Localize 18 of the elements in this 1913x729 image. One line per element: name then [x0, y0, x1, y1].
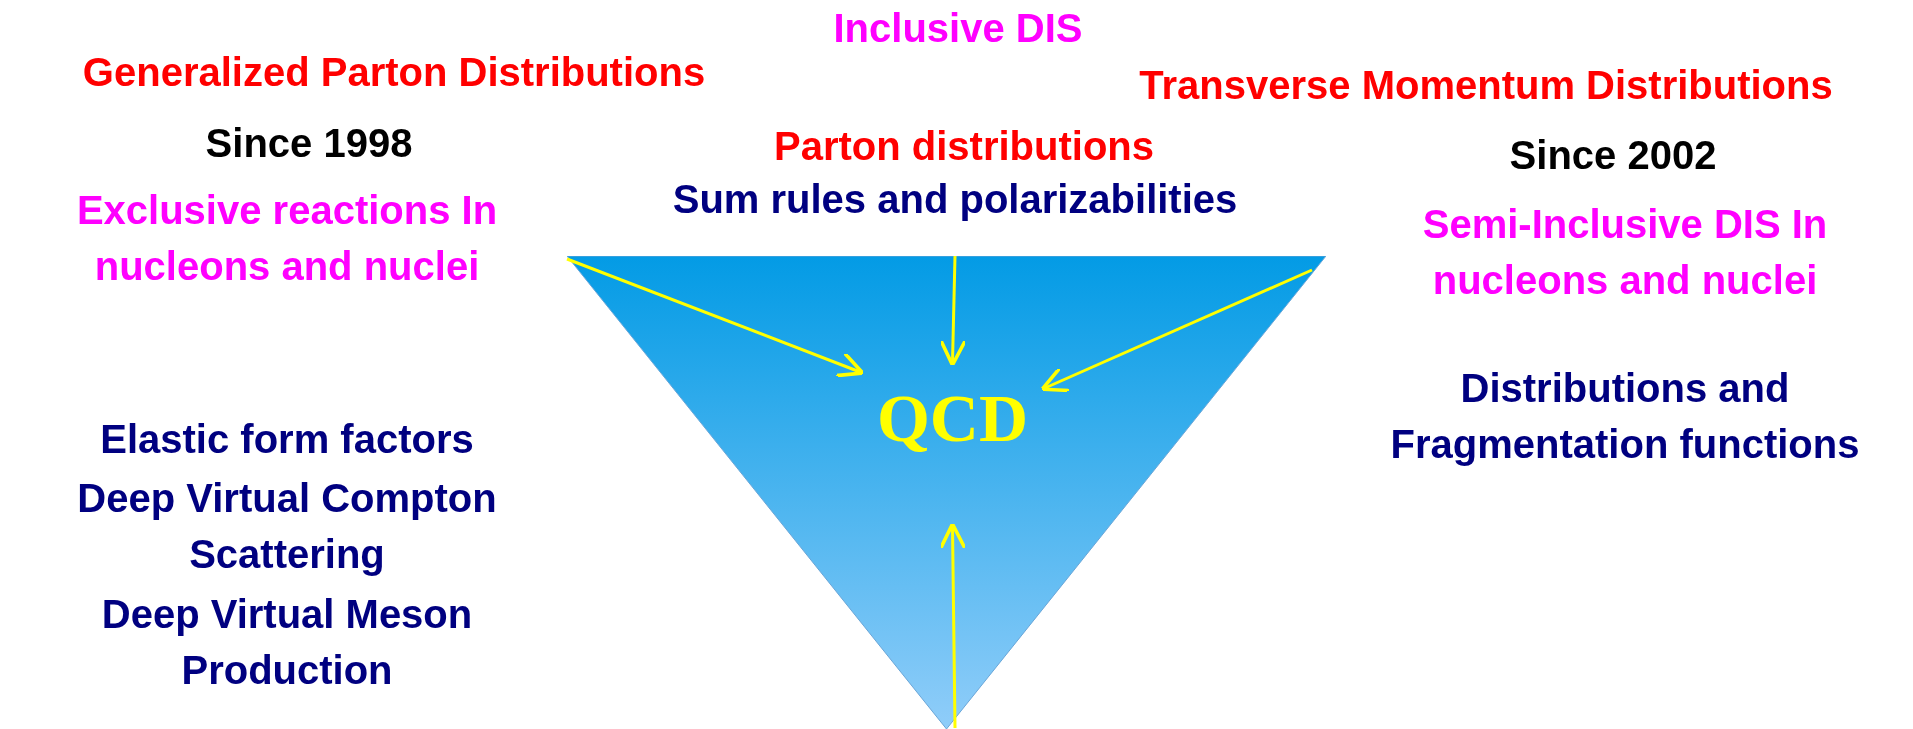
arrow — [1040, 268, 1313, 393]
arrow — [566, 257, 865, 378]
text-label: Since 2002 — [1509, 132, 1717, 179]
text-label: Since 1998 — [205, 120, 413, 167]
text-label: Deep Virtual Compton Scattering — [76, 475, 498, 578]
node-label: QCD — [876, 384, 1029, 452]
arrow — [939, 255, 967, 367]
text-label: Elastic form factors — [99, 416, 475, 463]
text-label: Exclusive reactions In nucleons and nuclei — [75, 187, 499, 290]
text-label: Sum rules and polarizabilities — [672, 176, 1238, 223]
text-label: Distributions and Fragmentation functions — [1389, 365, 1861, 468]
arrow — [938, 522, 967, 729]
text-label: Transverse Momentum Distributions — [1139, 62, 1833, 109]
text-label: Inclusive DIS — [833, 5, 1083, 52]
text-label: Generalized Parton Distributions — [82, 49, 706, 96]
text-label: Semi-Inclusive DIS In nucleons and nuclei — [1421, 201, 1829, 304]
text-label: Deep Virtual Meson Production — [100, 591, 474, 694]
text-label: Parton distributions — [774, 123, 1154, 170]
